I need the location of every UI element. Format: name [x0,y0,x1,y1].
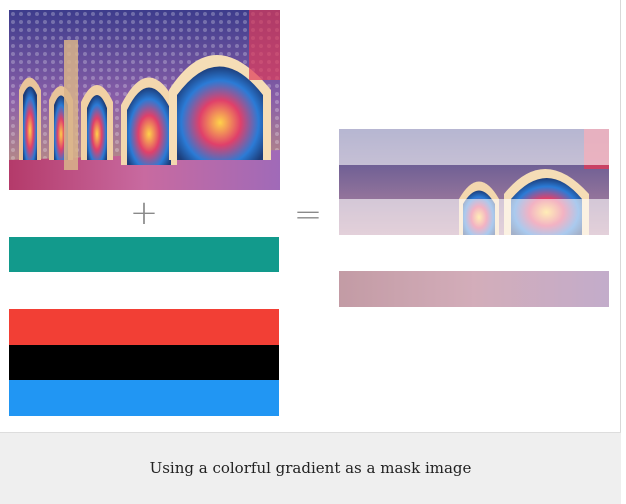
masked-result-bottom-band [339,271,609,307]
plus-operator: + [129,193,159,233]
teal-mask-bar [9,237,279,272]
black-gradient-stripe [9,345,279,380]
blue-gradient-stripe [9,380,279,416]
page-edge [621,0,626,503]
figure-caption: Using a colorful gradient as a mask imag… [149,459,472,477]
caption-bar: Using a colorful gradient as a mask imag… [0,432,621,504]
masked-result-image [339,129,609,235]
mosque-interior-image [9,10,280,190]
red-gradient-stripe [9,309,279,345]
equals-operator: = [293,195,323,235]
